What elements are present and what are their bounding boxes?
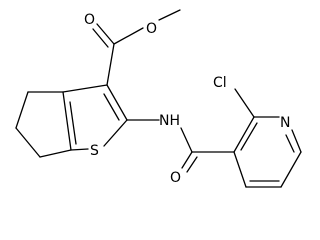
pyridine-ring	[233, 88, 302, 188]
bond	[62, 84, 108, 93]
bond	[15, 127, 41, 158]
bond	[113, 27, 144, 45]
bond	[291, 129, 302, 153]
bond	[103, 119, 128, 147]
bond	[39, 149, 72, 158]
bond	[180, 127, 193, 153]
atom-label-ether-oxygen: O	[146, 21, 157, 37]
atom-label-amide-nitrogen: NH	[159, 113, 180, 129]
structure-drawing: O O NH O S N Cl	[15, 9, 302, 188]
bond	[15, 91, 29, 129]
atom-label-amide-oxygen: O	[170, 170, 181, 186]
atom-label-carbonyl-oxygen: O	[84, 12, 95, 28]
thiophene-ring	[62, 84, 128, 151]
bond	[233, 151, 247, 188]
methyl-ester-group	[92, 9, 181, 86]
bond	[106, 84, 128, 121]
double-bond-outer	[96, 23, 115, 45]
amide-group	[126, 119, 235, 173]
double-bond-inner	[285, 134, 295, 153]
bond-to-chlorine	[234, 88, 255, 118]
bond	[106, 43, 115, 86]
molecule-diagram: O O NH O S N Cl	[15, 9, 302, 188]
bond	[280, 151, 302, 188]
bond-to-methyl	[158, 9, 181, 21]
double-bond-inner	[103, 93, 120, 121]
double-bond-inner	[240, 122, 258, 151]
atom-label-sulfur: S	[90, 143, 99, 159]
double-bond-inner	[92, 28, 109, 48]
double-bond-inner	[69, 101, 77, 145]
bond	[70, 148, 89, 151]
cyclopentane-ring	[15, 91, 72, 158]
atom-label-chlorine: Cl	[213, 75, 227, 91]
bond	[233, 116, 255, 153]
atom-label-pyridine-nitrogen: N	[280, 115, 290, 131]
double-bond-outer	[181, 151, 193, 169]
bond	[62, 91, 72, 151]
double-bond-inner	[186, 156, 198, 173]
